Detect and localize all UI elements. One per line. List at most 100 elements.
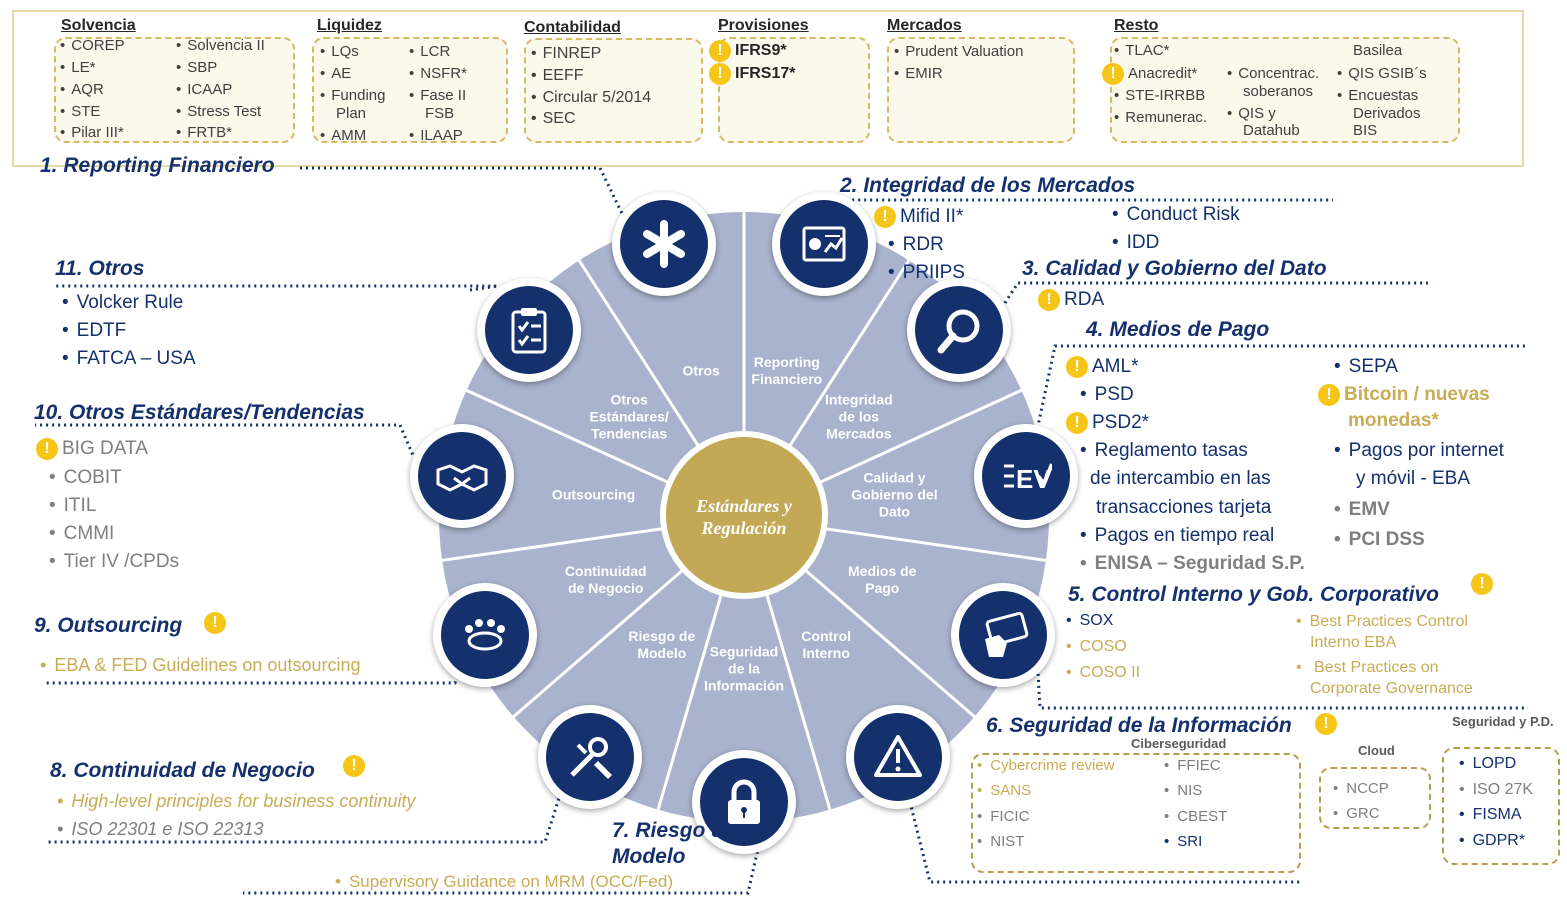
segment-label-line: Integridad (825, 391, 893, 408)
warning-icon: ! (1066, 355, 1088, 378)
icon-disk (440, 591, 529, 680)
icon-disk (484, 286, 573, 375)
top-category-frame (12, 10, 1524, 167)
list-item: STE (60, 103, 100, 121)
list-item: Cybercrime review (977, 755, 1114, 777)
list-item: FSB (425, 105, 455, 122)
segment-label-line: Interno (802, 644, 850, 661)
magnifier-icon-glyph (937, 309, 980, 354)
warning-icon: ! (709, 63, 731, 85)
solvencia-heading: Solvencia (61, 17, 136, 34)
segment-label-line: de los (838, 408, 880, 425)
segment-label-line: Medios de (848, 563, 917, 580)
section-title-line: Modelo (612, 845, 686, 868)
handshake-icon (409, 424, 514, 529)
list-item: LCR (409, 43, 450, 61)
list-item: NSFR* (409, 65, 467, 83)
checklist-ev-icon-glyph: EV (1004, 463, 1053, 494)
segment-label-line: Gobierno del (851, 486, 938, 503)
segment-label-line: de Negocio (568, 580, 644, 597)
list-item: y móvil - EBA (1356, 468, 1471, 489)
list-item: Pagos en tiempo real (1080, 522, 1275, 550)
list-item: EBA & FED Guidelines on outsourcing (40, 654, 360, 676)
list-item: BIS (1353, 122, 1378, 139)
ciberseguridad-heading: Ciberseguridad (1131, 736, 1227, 751)
center-title-line: Estándares y (696, 496, 792, 516)
icon-disk (780, 199, 869, 288)
list-item: Supervisory Guidance on MRM (OCC/Fed) (335, 871, 673, 893)
list-item: !IFRS9* (709, 40, 787, 62)
list-item: Derivados (1353, 105, 1421, 122)
segment-label-line: Otros (610, 391, 648, 408)
segment-label-line: Información (703, 677, 785, 694)
seguridad-pd-heading: Seguridad y P.D. (1452, 714, 1554, 729)
list-item: SEC (531, 110, 576, 128)
report-chart-icon (772, 191, 877, 296)
list-item: High-level principles for business conti… (57, 790, 415, 812)
list-item: SRI (1164, 831, 1202, 853)
segment-label-line: Otros (682, 362, 720, 379)
list-item: Remunerac. (1114, 109, 1207, 127)
connector-4 (1033, 344, 1528, 441)
provisiones-box (718, 37, 870, 143)
list-item: NCCP (1333, 778, 1389, 800)
section-title-1: 1. Reporting Financiero (40, 154, 275, 177)
section-8-warning: ! (343, 755, 369, 777)
list-item: !AML* (1066, 353, 1138, 381)
icon-disk (417, 432, 506, 521)
icon-disk (854, 712, 943, 801)
list-item: FISMA (1459, 804, 1522, 826)
warning-triangle-icon-glyph (874, 734, 923, 777)
list-item: Best Practices on (1296, 657, 1439, 679)
list-item: COSO II (1066, 662, 1140, 684)
section-title-10: 10. Otros Estándares/Tendencias (34, 401, 365, 424)
section-title-8: 8. Continuidad de Negocio (50, 759, 315, 782)
section-title-line: 7. Riesgo de (612, 819, 736, 842)
list-item: FRTB* (176, 124, 232, 142)
checklist-ev-icon: EV (974, 424, 1079, 529)
list-item: ILAAP (409, 127, 463, 145)
segment-label-line: Dato (878, 503, 910, 520)
list-item: Encuestas (1337, 87, 1418, 105)
cloud-box (1319, 767, 1431, 829)
list-item: QIS y (1227, 105, 1276, 123)
icon-disk: EV (982, 432, 1071, 521)
list-item: NIST (977, 831, 1024, 853)
list-item: PSD (1080, 381, 1134, 409)
list-item: TLAC* (1114, 42, 1169, 60)
list-item: Circular 5/2014 (531, 89, 652, 107)
section-title-2: 2. Integridad de los Mercados (840, 174, 1136, 197)
warning-icon: ! (1066, 411, 1088, 434)
segment-label-line: Estándares/ (589, 408, 669, 425)
section-5-warning: ! (1471, 573, 1497, 595)
list-item: ENISA – Seguridad S.P. (1080, 550, 1305, 578)
list-item: !RDA (1038, 286, 1104, 314)
warning-icon: ! (204, 612, 226, 634)
warning-icon: ! (1102, 63, 1124, 85)
list-item: LOPD (1459, 753, 1517, 775)
handshake-icon-glyph (436, 464, 488, 493)
list-item: FATCA – USA (62, 345, 196, 373)
list-item: COSO (1066, 636, 1127, 658)
clipboard-check-icon-glyph (511, 308, 547, 354)
center-title-line: Regulación (701, 518, 787, 538)
section-6-warning: ! (1315, 713, 1341, 735)
list-item: EMIR (894, 65, 943, 83)
connector-6 (905, 789, 1300, 884)
warning-icon: ! (1315, 713, 1337, 735)
warning-icon: ! (1038, 288, 1060, 311)
list-item: LQs (320, 43, 359, 61)
icon-disk (959, 591, 1048, 680)
list-item: NIS (1164, 780, 1202, 802)
list-item: Solvencia II (176, 37, 265, 55)
list-item: EEFF (531, 67, 584, 85)
warning-icon: ! (1471, 573, 1493, 595)
warning-icon: ! (343, 755, 365, 777)
list-item: Corporate Governance (1310, 680, 1473, 697)
list-item: Tier IV /CPDs (49, 548, 179, 576)
segment-label-line: Continuidad (564, 563, 647, 580)
